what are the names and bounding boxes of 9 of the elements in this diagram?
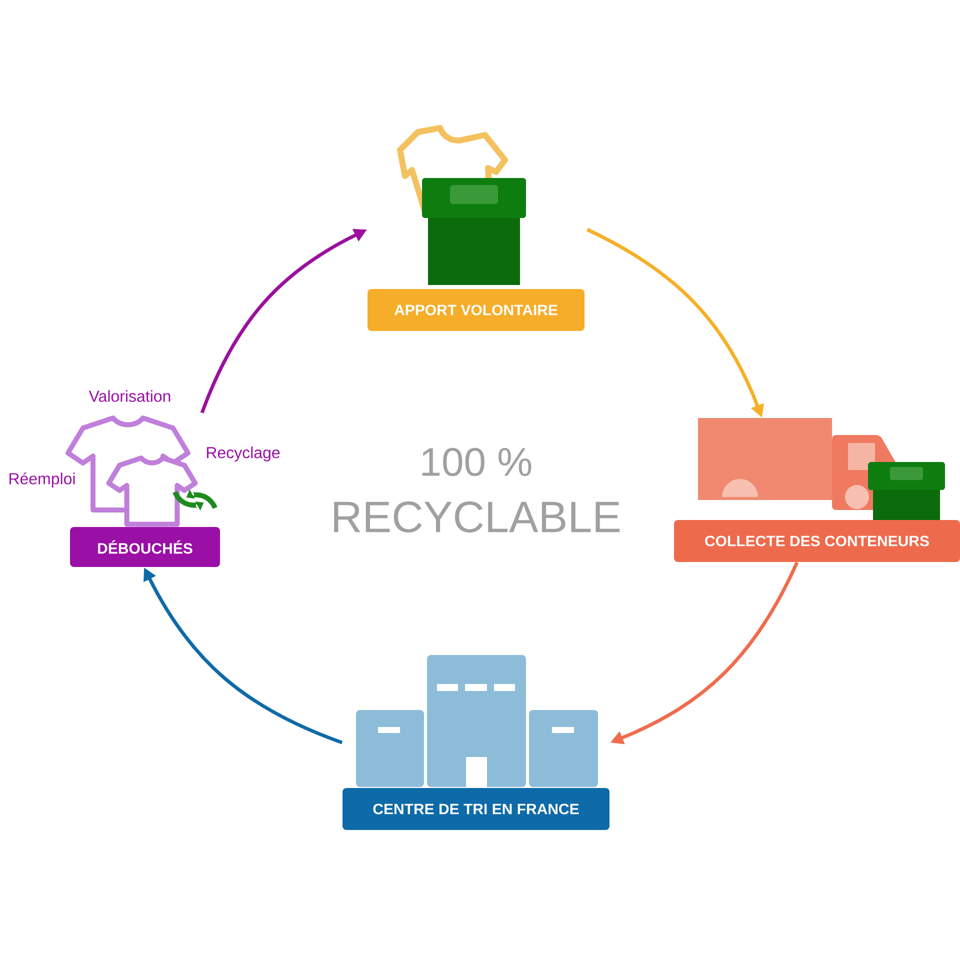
label-box: APPORT VOLONTAIRE: [368, 289, 584, 331]
label-box: DÉBOUCHÉS: [70, 527, 220, 567]
label-box: COLLECTE DES CONTENEURS: [674, 520, 960, 562]
label-text: Réemploi: [10, 472, 75, 488]
label-box: CENTRE DE TRI EN FRANCE: [342, 788, 610, 830]
label-text: RECYCLABLE: [334, 501, 620, 533]
label-text: 100 %: [422, 448, 532, 476]
label-text: Recyclage: [206, 446, 280, 462]
label-text: Valorisation: [88, 390, 170, 402]
